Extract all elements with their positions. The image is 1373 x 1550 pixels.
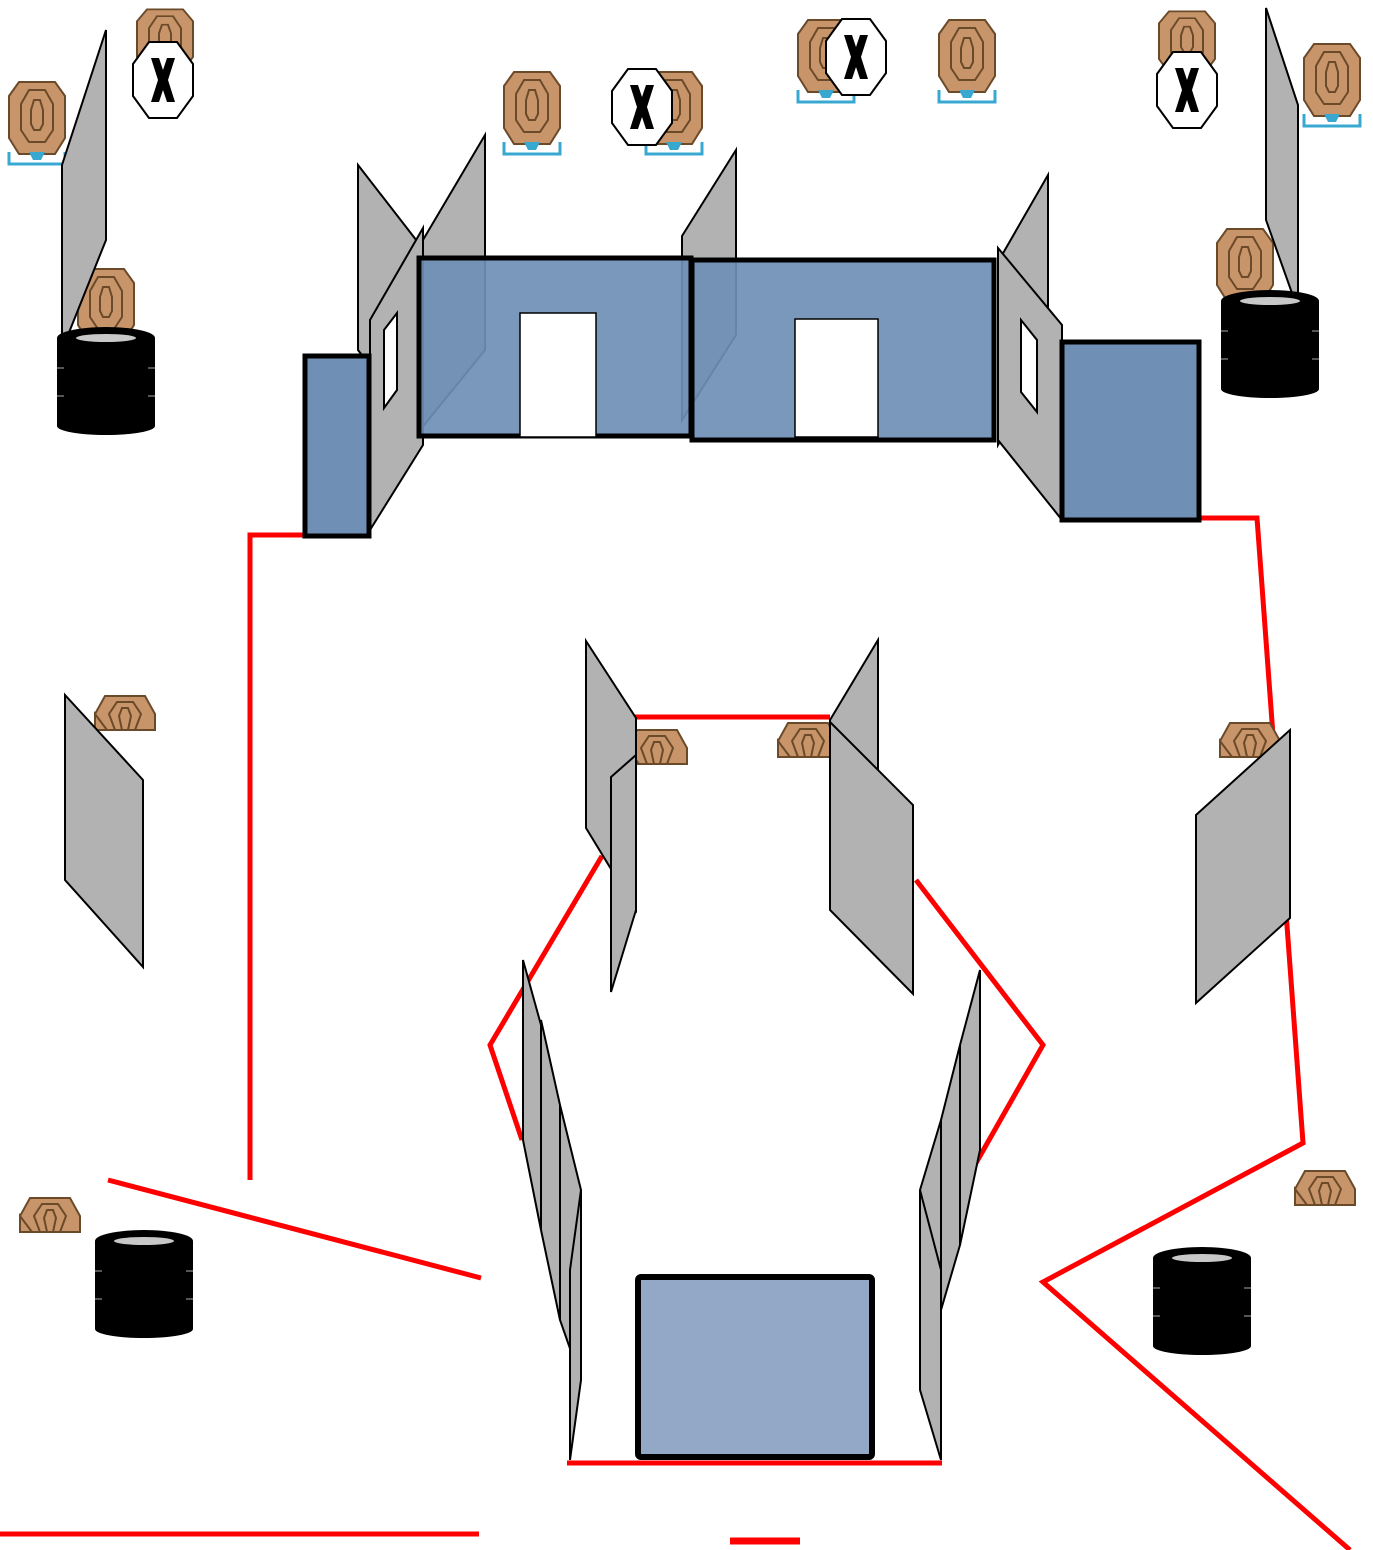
door-opening <box>519 312 597 438</box>
fault-line-inner-left <box>487 854 605 1141</box>
barricade-panel <box>64 692 144 970</box>
barricade-panel <box>569 1189 582 1461</box>
barricade-panel <box>940 1044 961 1311</box>
no-shoot-icon <box>825 18 887 96</box>
fault-line-inner-right <box>914 878 1046 1165</box>
window-panels <box>369 224 1063 534</box>
paper-target-icon <box>19 1197 81 1233</box>
paper-target-icon <box>937 19 997 104</box>
tire-stack-icon <box>1152 1246 1252 1356</box>
wall-panel <box>302 353 372 539</box>
barricade-panel <box>61 29 107 351</box>
paper-target-icon <box>502 71 562 156</box>
start-table <box>635 1274 875 1460</box>
barricade-panel <box>540 1019 561 1321</box>
paper-target-icon <box>1302 43 1362 128</box>
no-shoot-icon <box>132 41 194 119</box>
no-shoot-icon <box>1156 51 1218 129</box>
door-opening <box>794 318 879 438</box>
mid-targets <box>19 695 1356 1233</box>
window-port <box>383 310 398 412</box>
fault-lines <box>0 515 1352 1550</box>
wall-panel <box>1059 339 1202 523</box>
paper-target-icon <box>94 695 156 731</box>
no-shoot-icon <box>611 68 673 146</box>
barricade-panel <box>522 959 542 1231</box>
fault-line-left <box>247 532 306 1180</box>
tire-stack-icon <box>56 326 156 436</box>
paper-target-icon <box>7 81 67 166</box>
walls <box>302 255 1202 539</box>
fault-line-left-diagonal <box>107 1177 482 1281</box>
start-box-barricades <box>522 959 981 1461</box>
barricade-panel <box>959 969 981 1246</box>
barricade-panel <box>610 752 637 993</box>
paper-target-icon <box>1294 1170 1356 1206</box>
tire-stack-icon <box>1220 289 1320 399</box>
barricade-panel <box>919 1189 942 1461</box>
barricade-panel <box>1195 727 1291 1006</box>
mid-barricades <box>64 636 1291 1006</box>
tire-stack-icon <box>94 1229 194 1339</box>
barricade-panel <box>829 719 914 997</box>
window-port <box>1020 317 1038 415</box>
fault-line-right <box>1038 515 1352 1550</box>
